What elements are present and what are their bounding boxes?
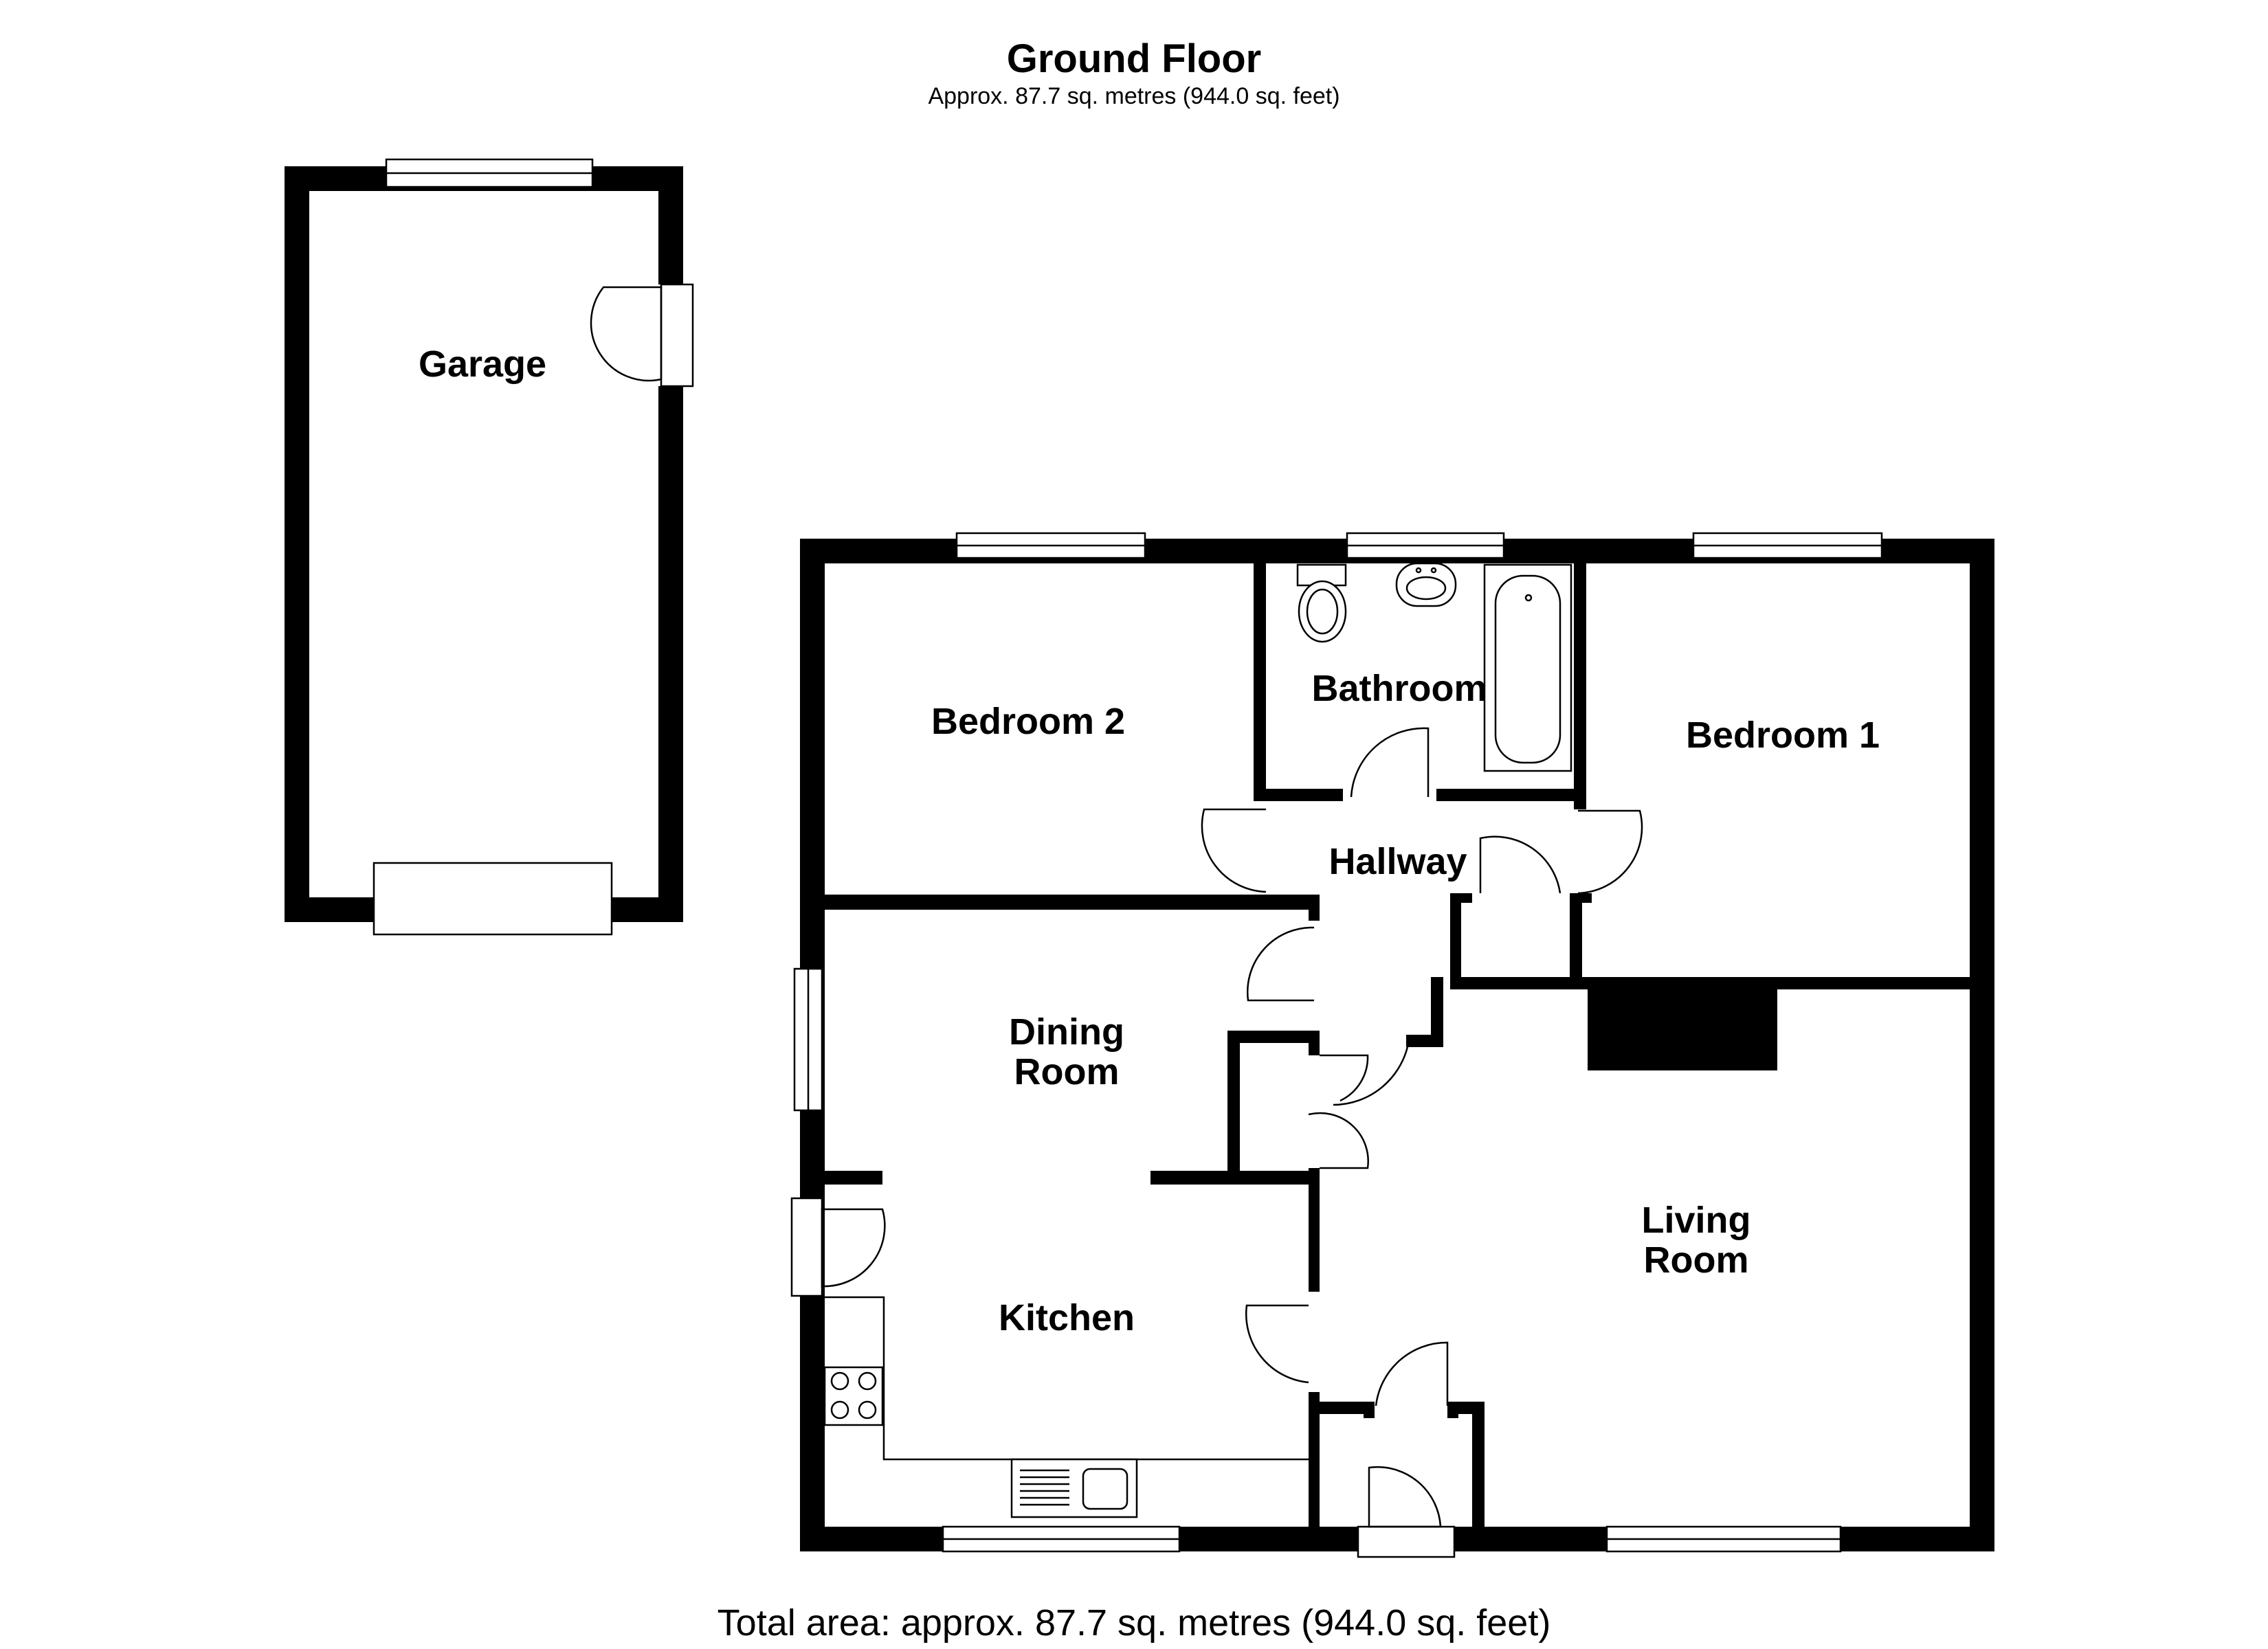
outer-wall-right [1970,539,1994,1551]
room-label-living-2: Room [1644,1239,1749,1281]
room-label-kitchen: Kitchen [999,1297,1135,1338]
room-label-bedroom2: Bedroom 2 [931,701,1125,742]
plan-header: Ground Floor Approx. 87.7 sq. metres (94… [0,36,2268,110]
garage-vehicle-door [373,862,613,936]
cupboard-door-swing [1479,835,1561,894]
windows [793,532,1883,1553]
total-area-footer: Total area: approx. 87.7 sq. metres (944… [717,1602,1551,1644]
bedroom1-door-swing [1577,809,1643,895]
room-labels: Garage Bedroom 2 Bathroom Bedroom 1 Hall… [419,344,1880,1338]
room-label-bedroom1: Bedroom 1 [1686,715,1880,756]
garage-structure [285,158,694,936]
living-hall-door-swing [1333,1040,1410,1106]
interior-walls [825,539,1994,1539]
garage-wall-left [285,166,309,922]
fixtures [823,562,1572,1518]
kitchen-side-door-frame [790,1197,823,1297]
bathroom-door-swing [1350,727,1430,798]
kitchen-side-door-swing [821,1208,886,1288]
room-label-dining-1: Dining [1009,1011,1124,1053]
doors [790,727,1643,1558]
room-label-living-1: Living [1642,1200,1751,1241]
garage-wall-right-lower [658,386,683,922]
kitchen-living-door-swing [1245,1304,1309,1384]
bedroom2-door-swing [1201,808,1267,893]
plan-title: Ground Floor [1006,36,1262,81]
room-label-garage: Garage [419,344,546,385]
chimney-breast [1588,984,1777,1070]
room-label-dining-2: Room [1014,1051,1120,1092]
porch-inner-door-swing [1375,1341,1449,1406]
room-label-hallway: Hallway [1328,841,1467,882]
dining-door-swing [1247,926,1315,1002]
drainer-ridges [1020,1469,1069,1506]
front-door-swing [1368,1466,1442,1528]
room-label-bathroom: Bathroom [1312,668,1487,709]
garage-side-door-swing [590,286,663,382]
bath [1483,563,1572,772]
plan-subtitle: Approx. 87.7 sq. metres (944.0 sq. feet) [928,83,1340,109]
garage-side-door-frame [660,283,694,388]
garage-wall-right-upper [658,166,683,284]
front-door-frame [1357,1525,1456,1558]
cupboard-double-door-swing [1308,1054,1369,1169]
